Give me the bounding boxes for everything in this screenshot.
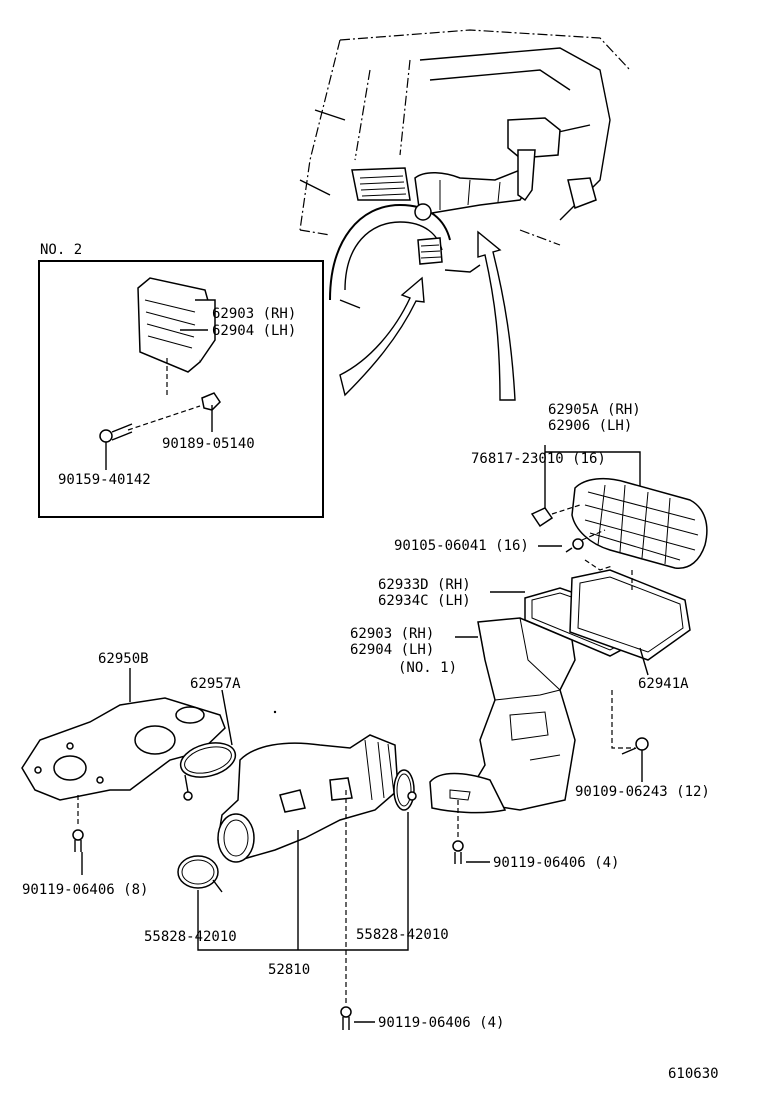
label-62904-lh-box: 62904 (LH) [212, 323, 297, 339]
gasket-62941a-drawing [569, 569, 691, 749]
label-90189: 90189-05140 [162, 436, 255, 452]
clamp-55828-left-drawing [177, 855, 223, 893]
leader-62905a [544, 445, 641, 490]
no2-inset-frame [38, 260, 324, 518]
label-90159: 90159-40142 [58, 472, 151, 488]
label-no1: (NO. 1) [398, 660, 458, 676]
label-62957a: 62957A [190, 676, 241, 692]
label-90119-right: 90119-06406 (4) [493, 855, 620, 871]
screw-90159-drawing [99, 423, 133, 470]
no2-title: NO. 2 [40, 242, 83, 258]
label-62933d: 62933D (RH) [378, 577, 471, 593]
label-62934c: 62934C (LH) [378, 593, 471, 609]
hose-52810-drawing [217, 734, 399, 863]
label-62903-rh: 62903 (RH) [350, 626, 435, 642]
label-90119-left: 90119-06406 (8) [22, 882, 149, 898]
leader-62941a [639, 647, 649, 676]
flow-arrow-right [477, 230, 516, 401]
label-62904-lh: 62904 (LH) [350, 642, 435, 658]
flow-arrow-left [339, 276, 425, 397]
label-90109: 90109-06243 (12) [575, 784, 710, 800]
screw-90105-drawing [538, 529, 613, 571]
screw-90109-drawing [621, 737, 649, 782]
clamp-62957a-drawing [179, 689, 237, 801]
screw-90119-right-drawing [452, 800, 490, 864]
vehicle-rear-illustration [299, 29, 631, 309]
label-62906: 62906 (LH) [548, 418, 633, 434]
duct-62903-no1-drawing [429, 617, 576, 814]
diagram-code: 610630 [668, 1066, 719, 1082]
label-90119-bottom: 90119-06406 (4) [378, 1015, 505, 1031]
stray-dot [273, 710, 277, 714]
grille-62905a-drawing [571, 477, 708, 569]
label-62941a: 62941A [638, 676, 689, 692]
elbow-62950b-drawing [21, 697, 226, 875]
label-62950b: 62950B [98, 651, 149, 667]
label-62905a: 62905A (RH) [548, 402, 641, 418]
label-62903-rh-box: 62903 (RH) [212, 306, 297, 322]
screw-90119-bottom-drawing [340, 790, 375, 1030]
label-76817: 76817-23010 (16) [471, 451, 606, 467]
label-90105: 90105-06041 (16) [394, 538, 529, 554]
screw-76817-drawing [530, 504, 581, 528]
louver-no2-drawing [127, 277, 216, 431]
label-52810: 52810 [268, 962, 311, 978]
clamp-55828-right-drawing [393, 769, 417, 811]
label-55828-left: 55828-42010 [144, 929, 237, 945]
leader-55828-bracket [197, 812, 409, 951]
clip-90189-drawing [201, 392, 221, 432]
label-55828-right: 55828-42010 [356, 927, 449, 943]
